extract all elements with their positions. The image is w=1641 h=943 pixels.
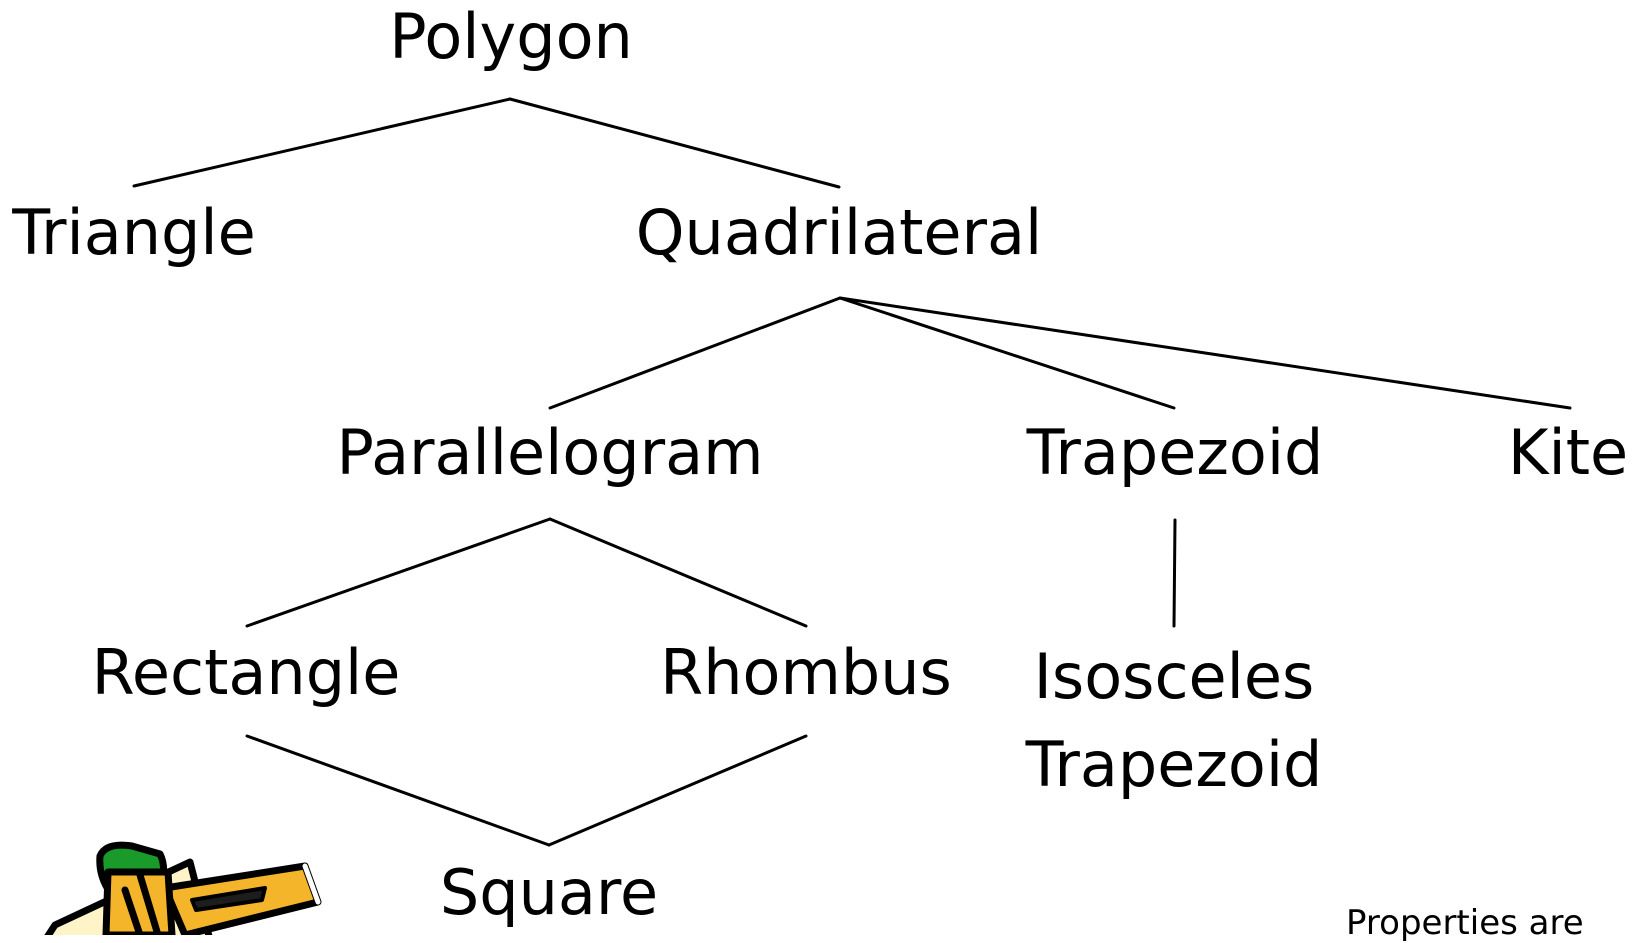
node-polygon: Polygon [389,0,633,73]
node-isosceles-line1: Isosceles [1033,640,1315,713]
node-rhombus: Rhombus [660,636,952,709]
edge-quadrilateral-trapezoid [838,296,1176,410]
edge-trapezoid-isosceles [1172,518,1177,628]
edge-quadrilateral-parallelogram [548,296,842,410]
node-rectangle: Rectangle [91,636,401,709]
edge-parallelogram-rhombus [548,517,808,628]
edge-rectangle-square [245,734,551,847]
pencil-icon [44,841,322,935]
edge-quadrilateral-kite [838,296,1572,410]
edge-polygon-triangle [132,97,512,188]
edge-polygon-quadrilateral [508,97,841,189]
node-trapezoid: Trapezoid [1026,416,1324,489]
edge-parallelogram-rectangle [245,517,552,628]
edge-rhombus-square [547,734,808,847]
node-triangle: Triangle [12,196,256,269]
node-square: Square [439,856,659,929]
node-quadrilateral: Quadrilateral [635,196,1043,269]
node-parallelogram: Parallelogram [336,416,764,489]
node-isosceles-line2: Trapezoid [1025,728,1323,801]
footer-text: Properties are [1346,903,1584,943]
node-kite: Kite [1507,416,1629,489]
